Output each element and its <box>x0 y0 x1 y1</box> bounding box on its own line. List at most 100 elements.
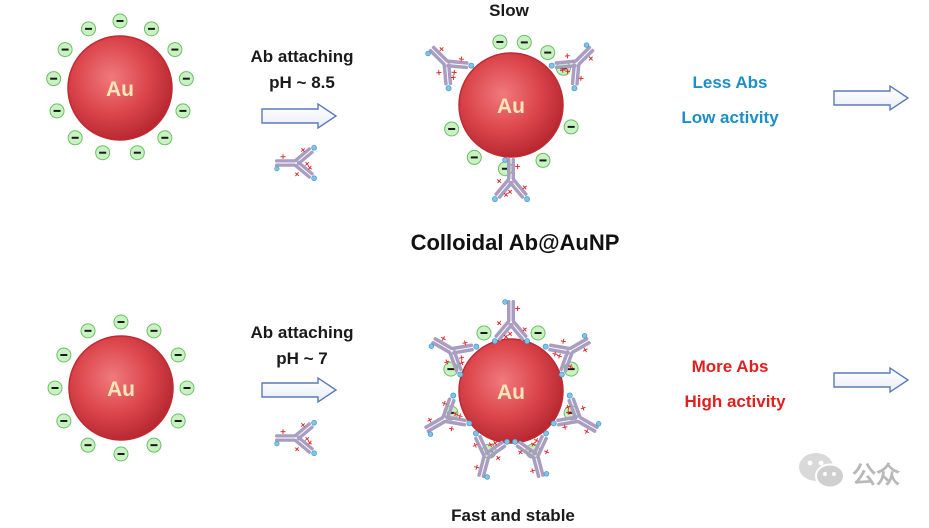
svg-text:+: + <box>563 408 573 416</box>
svg-text:+: + <box>542 446 552 457</box>
bound-antibody-top-left: +++++ <box>425 44 475 92</box>
svg-text:+: + <box>519 324 530 335</box>
svg-text:+: + <box>292 169 303 180</box>
top-step-line2: pH ~ 8.5 <box>269 73 335 92</box>
svg-text:+: + <box>558 337 568 345</box>
negative-charge <box>143 21 159 37</box>
svg-text:+: + <box>279 429 288 435</box>
negative-charge <box>170 413 186 429</box>
reaction-arrow-top <box>261 102 338 130</box>
negative-charge <box>170 347 186 363</box>
bottom-result-line1: More Abs <box>691 357 769 376</box>
bound-antibody-bottom-4: +++++ <box>512 430 552 479</box>
svg-text:+: + <box>457 55 467 62</box>
au-label: Au <box>107 378 135 401</box>
svg-text:+: + <box>442 356 451 367</box>
reaction-arrow-bottom <box>261 376 338 404</box>
negative-charge <box>47 380 63 396</box>
negative-charge <box>535 152 551 168</box>
result-arrow-top <box>833 84 910 112</box>
svg-text:+: + <box>563 52 573 59</box>
fast-stable-label: Fast and stable <box>451 506 575 525</box>
svg-text:+: + <box>577 74 584 84</box>
negative-charge <box>179 380 195 396</box>
svg-text:+: + <box>435 68 442 78</box>
bound-antibody-bottom-2: +++++ <box>542 333 591 378</box>
free-antibody-top: +++++ <box>274 145 317 182</box>
svg-text:+: + <box>436 44 447 55</box>
negative-charge <box>178 71 194 87</box>
svg-text:+: + <box>519 182 530 193</box>
svg-text:+: + <box>302 433 313 444</box>
watermark-text: 公众 <box>852 461 900 489</box>
svg-text:+: + <box>514 304 521 313</box>
svg-text:+: + <box>514 162 521 171</box>
svg-text:+: + <box>302 158 313 169</box>
svg-text:+: + <box>279 154 288 160</box>
svg-text:+: + <box>472 462 481 472</box>
negative-charge <box>95 145 111 161</box>
negative-charge <box>113 446 129 462</box>
bound-antibody-bottom-5: +++++ <box>470 430 510 480</box>
negative-charge <box>113 314 129 330</box>
negative-charge <box>492 34 508 50</box>
svg-text:+: + <box>457 354 467 362</box>
negative-charge <box>46 71 62 87</box>
bound-antibody-bottom-6: +++++ <box>424 392 473 437</box>
svg-text:+: + <box>581 426 592 436</box>
svg-text:+: + <box>455 412 465 420</box>
negative-charge <box>540 45 556 61</box>
svg-text:+: + <box>450 73 457 83</box>
negative-charge <box>56 413 72 429</box>
svg-text:+: + <box>460 339 470 347</box>
svg-text:+: + <box>501 331 512 342</box>
svg-text:+: + <box>447 425 457 433</box>
svg-text:+: + <box>566 361 575 372</box>
svg-text:+: + <box>585 53 596 64</box>
negative-charge <box>81 21 97 37</box>
negative-charge <box>56 347 72 363</box>
svg-text:+: + <box>490 438 501 449</box>
svg-text:+: + <box>494 318 505 329</box>
svg-text:+: + <box>457 357 466 368</box>
bound-antibody-bottom-7: +++++ <box>428 333 480 378</box>
negative-charge <box>80 437 96 453</box>
svg-text:+: + <box>424 415 435 425</box>
svg-text:+: + <box>560 423 570 431</box>
gold-nanoparticle-bottom-left: Au <box>47 314 195 462</box>
negative-charge <box>516 34 532 50</box>
svg-text:+: + <box>532 435 542 446</box>
svg-text:+: + <box>550 350 560 358</box>
negative-charge <box>175 103 191 119</box>
top-result-line1: Less Abs <box>692 73 768 92</box>
bound-antibody-bottom-1: +++++ <box>492 299 530 345</box>
svg-text:+: + <box>304 162 315 173</box>
negative-charge <box>146 437 162 453</box>
free-antibody-bottom: +++++ <box>274 420 317 457</box>
negative-charge <box>49 103 65 119</box>
negative-charge <box>67 130 83 146</box>
au-label: Au <box>497 95 525 118</box>
negative-charge <box>129 145 145 161</box>
negative-charge <box>57 42 73 58</box>
svg-text:+: + <box>493 453 504 464</box>
svg-text:+: + <box>486 439 496 450</box>
top-result-line2: Low activity <box>681 108 779 127</box>
top-step-line1: Ab attaching <box>250 47 354 66</box>
gold-nanoparticle-top-left: Au <box>46 13 194 161</box>
negative-charge <box>80 323 96 339</box>
au-label: Au <box>106 78 134 101</box>
negative-charge <box>167 42 183 58</box>
svg-text:+: + <box>298 420 309 431</box>
svg-text:+: + <box>528 466 537 476</box>
svg-text:+: + <box>558 67 568 74</box>
bottom-step-line2: pH ~ 7 <box>276 349 328 368</box>
svg-text:+: + <box>580 345 591 355</box>
negative-charge <box>466 149 482 165</box>
bottom-result-line2: High activity <box>684 392 786 411</box>
svg-text:+: + <box>298 145 309 156</box>
svg-text:+: + <box>505 186 516 197</box>
watermark: 公众 <box>796 447 926 495</box>
negative-charge <box>146 323 162 339</box>
